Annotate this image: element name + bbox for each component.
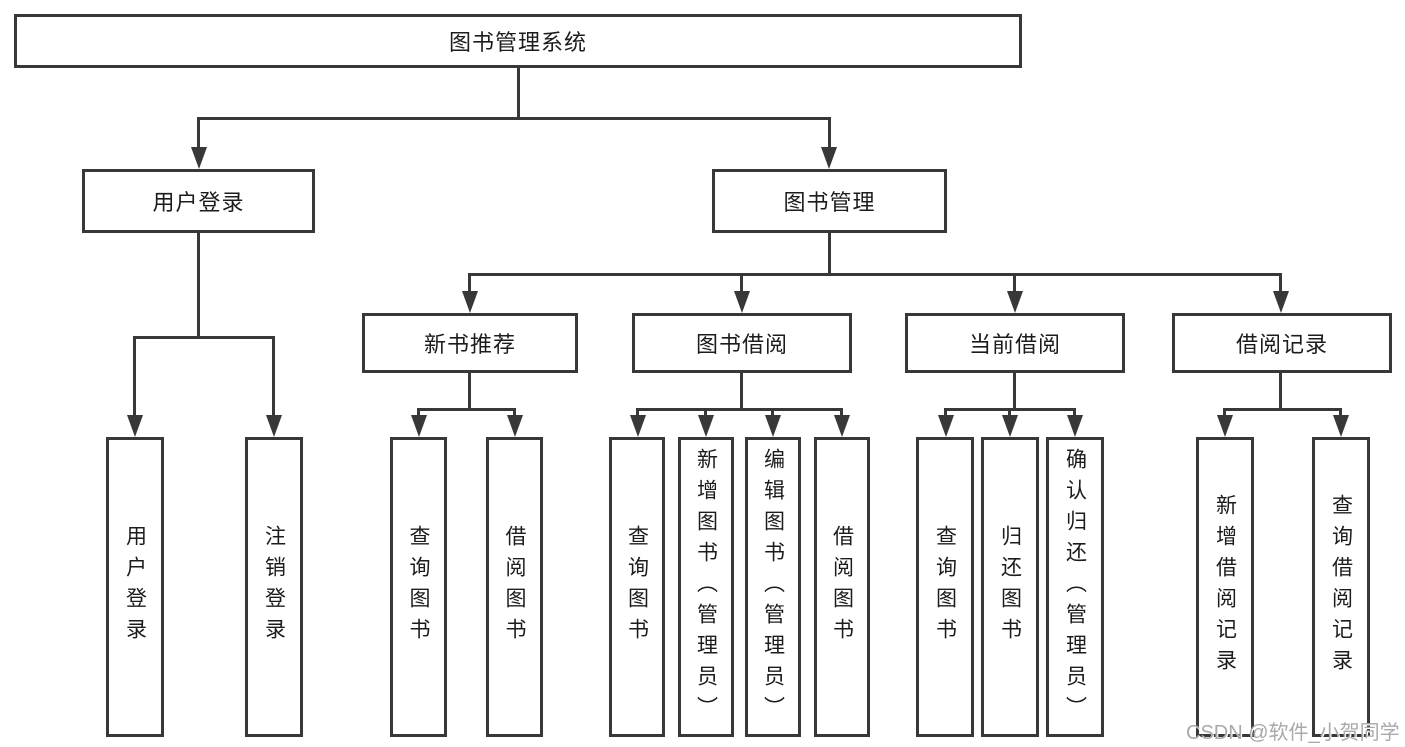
arrowhead-new-book <box>462 291 478 313</box>
leaf-bb-borrow-books: 借阅图书 <box>814 437 870 737</box>
leaf-logout: 注销登录 <box>245 437 303 737</box>
arrowhead-leaf-logout <box>266 415 282 437</box>
node-root-label: 图书管理系统 <box>448 30 587 55</box>
leaf-cb-return-books: 归还图书 <box>981 437 1039 737</box>
node-new-book-recommend: 新书推荐 <box>362 313 578 373</box>
arrowhead-br-add <box>1217 415 1233 437</box>
connector-book-borrow-stem <box>740 273 743 295</box>
connector-borrow-record-stem <box>1279 273 1282 295</box>
node-book-management-label: 图书管理 <box>783 190 876 215</box>
connector-new-book-down <box>468 373 471 408</box>
csdn-watermark: CSDN @软件_小贺同学 <box>1186 722 1400 744</box>
connector-user-login-rail <box>133 336 275 339</box>
arrowhead-nb-query <box>411 415 427 437</box>
arrowhead-bb-add <box>698 415 714 437</box>
arrowhead-br-query <box>1333 415 1349 437</box>
connector-book-mgmt-down <box>828 233 831 273</box>
node-new-book-recommend-label: 新书推荐 <box>423 332 516 357</box>
leaf-br-query-record: 查询借阅记录 <box>1312 437 1370 737</box>
leaf-cb-query-books-label: 查询图书 <box>933 525 957 649</box>
connector-leaf-login-stem <box>133 336 136 432</box>
leaf-br-add-record: 新增借阅记录 <box>1196 437 1254 737</box>
arrowhead-current-borrow <box>1007 291 1023 313</box>
leaf-nb-borrow-books-label: 借阅图书 <box>503 525 526 649</box>
leaf-br-add-record-label: 新增借阅记录 <box>1213 494 1237 680</box>
leaf-cb-return-books-label: 归还图书 <box>998 525 1022 649</box>
leaf-bb-query-books-label: 查询图书 <box>625 525 649 649</box>
connector-user-login-stem <box>197 117 200 152</box>
leaf-logout-label: 注销登录 <box>262 525 286 649</box>
node-borrowing-records: 借阅记录 <box>1172 313 1392 373</box>
arrowhead-cb-confirm <box>1067 415 1083 437</box>
connector-book-borrow-down <box>740 373 743 408</box>
arrowhead-cb-query <box>938 415 954 437</box>
leaf-cb-confirm-return-admin-label: 确认归还（管理员） <box>1063 447 1087 727</box>
arrowhead-book-borrow <box>734 291 750 313</box>
leaf-bb-edit-books-admin: 编辑图书（管理员） <box>745 437 801 737</box>
leaf-bb-edit-books-admin-label: 编辑图书（管理员） <box>761 447 785 727</box>
arrowhead-book-mgmt <box>821 147 837 169</box>
arrowhead-bb-edit <box>765 415 781 437</box>
leaf-bb-borrow-books-label: 借阅图书 <box>830 525 854 649</box>
connector-root-stem <box>517 68 520 117</box>
node-borrowing-records-label: 借阅记录 <box>1235 332 1328 357</box>
node-book-borrowing-label: 图书借阅 <box>695 332 788 357</box>
arrowhead-borrow-record <box>1273 291 1289 313</box>
connector-level2-rail <box>197 117 831 120</box>
arrowhead-bb-borrow <box>834 415 850 437</box>
connector-new-book-rail <box>417 408 516 411</box>
leaf-user-login: 用户登录 <box>106 437 164 737</box>
node-book-management: 图书管理 <box>712 169 947 233</box>
connector-current-borrow-stem <box>1013 273 1016 295</box>
node-book-borrowing: 图书借阅 <box>632 313 852 373</box>
node-user-login: 用户登录 <box>82 169 315 233</box>
node-user-login-label: 用户登录 <box>152 190 245 215</box>
node-current-borrowing: 当前借阅 <box>905 313 1125 373</box>
connector-book-borrow-rail <box>636 408 843 411</box>
connector-borrow-record-down <box>1279 373 1282 408</box>
connector-user-login-down <box>197 233 200 336</box>
arrowhead-user-login <box>191 147 207 169</box>
connector-borrow-record-rail <box>1223 408 1341 411</box>
leaf-nb-query-books-label: 查询图书 <box>407 525 430 649</box>
leaf-user-login-label: 用户登录 <box>123 525 147 649</box>
leaf-cb-confirm-return-admin: 确认归还（管理员） <box>1046 437 1104 737</box>
connector-new-book-stem <box>468 273 471 295</box>
connector-level3-rail <box>468 273 1282 276</box>
leaf-br-query-record-label: 查询借阅记录 <box>1329 494 1353 680</box>
leaf-bb-add-books-admin-label: 新增图书（管理员） <box>694 447 718 727</box>
arrowhead-leaf-login <box>127 415 143 437</box>
node-root-library-system: 图书管理系统 <box>14 14 1022 68</box>
leaf-nb-query-books: 查询图书 <box>390 437 447 737</box>
connector-leaf-logout-stem <box>272 336 275 432</box>
leaf-cb-query-books: 查询图书 <box>916 437 974 737</box>
arrowhead-nb-borrow <box>507 415 523 437</box>
leaf-nb-borrow-books: 借阅图书 <box>486 437 543 737</box>
leaf-bb-query-books: 查询图书 <box>609 437 665 737</box>
leaf-bb-add-books-admin: 新增图书（管理员） <box>678 437 734 737</box>
arrowhead-cb-return <box>1002 415 1018 437</box>
node-current-borrowing-label: 当前借阅 <box>968 332 1061 357</box>
connector-current-borrow-down <box>1013 373 1016 408</box>
connector-book-mgmt-stem <box>828 117 831 152</box>
arrowhead-bb-query <box>630 415 646 437</box>
